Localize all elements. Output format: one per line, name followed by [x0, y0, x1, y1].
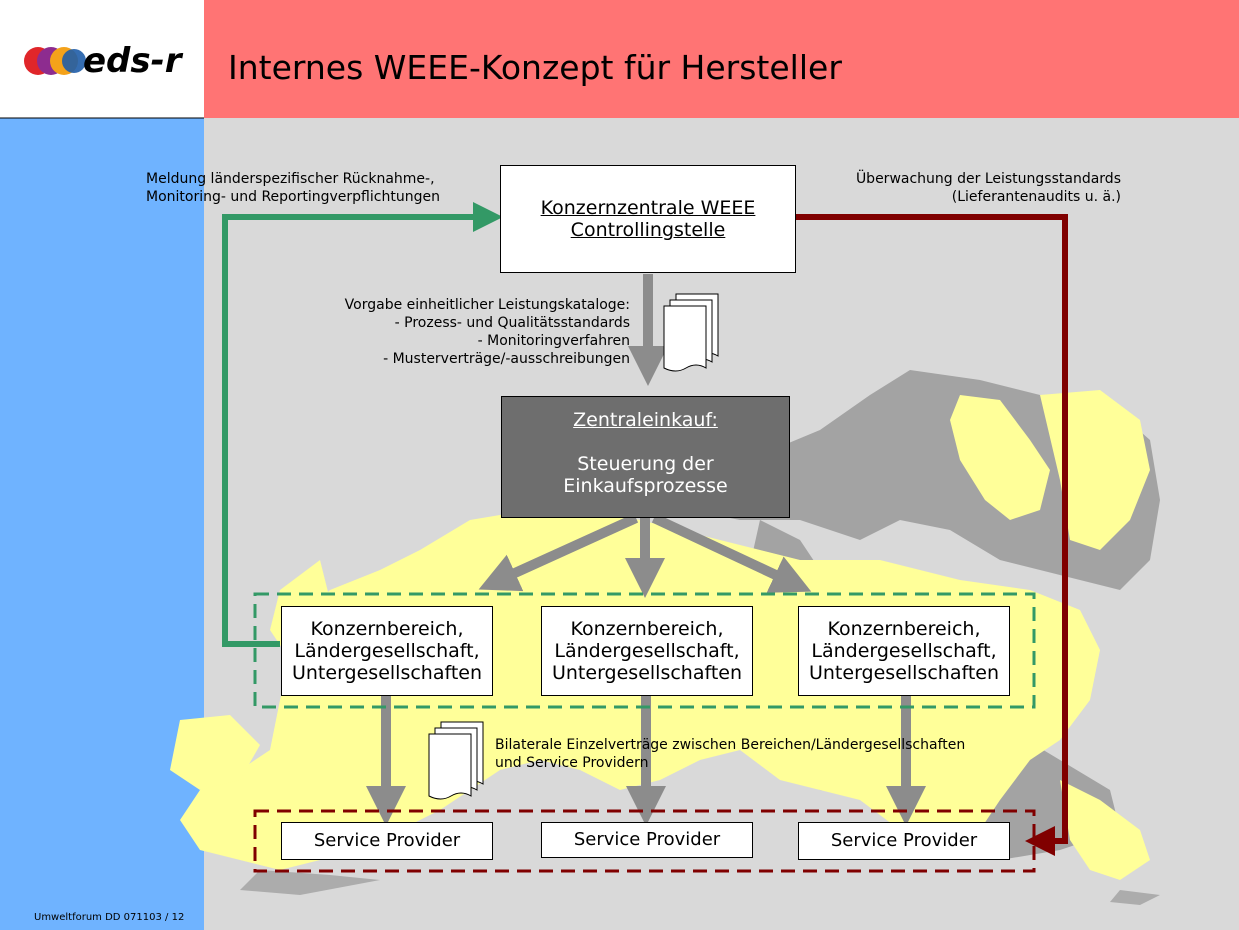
service-provider-2-label: Service Provider: [573, 829, 721, 850]
subsidiary-box-2: Konzernbereich, Ländergesellschaft, Unte…: [541, 606, 753, 696]
subsidiary-3-line-1: Konzernbereich,: [827, 618, 981, 640]
reporting-note-line-1: Meldung länderspezifischer Rücknahme-,: [146, 171, 435, 187]
subsidiary-1-line-3: Untergesellschaften: [291, 662, 483, 684]
arrow-purchasing-to-subsidiary-3: [651, 513, 812, 593]
service-provider-box-1: Service Provider: [281, 822, 493, 860]
subsidiary-2-line-2: Ländergesellschaft,: [554, 640, 740, 662]
purchasing-line-1: Steuerung der: [577, 453, 714, 475]
subsidiary-box-1: Konzernbereich, Ländergesellschaft, Unte…: [281, 606, 493, 696]
arrow-purchasing-to-subsidiary-1: [478, 513, 639, 592]
darkred-audit-line: [796, 214, 1068, 856]
audit-note-line-1: Überwachung der Leistungsstandards: [855, 171, 1121, 187]
catalog-note-line-1: Vorgabe einheitlicher Leistungskataloge:: [344, 297, 630, 313]
left-band: [0, 118, 204, 930]
contracts-note-line-2: und Service Providern: [495, 755, 649, 771]
controlling-line-1: Konzernzentrale WEEE: [540, 197, 756, 219]
footer-text: Umweltforum DD 071103 / 12: [34, 912, 185, 923]
subsidiary-1-line-1: Konzernbereich,: [310, 618, 464, 640]
purchasing-box: Zentraleinkauf: Steuerung der Einkaufspr…: [501, 396, 790, 518]
header-band: [204, 0, 1239, 118]
page-title: Internes WEEE-Konzept für Hersteller: [228, 48, 842, 87]
catalog-note-line-3: - Monitoringverfahren: [477, 333, 630, 349]
purchasing-heading: Zentraleinkauf:: [573, 409, 718, 431]
service-provider-box-2: Service Provider: [541, 822, 753, 858]
reporting-note: Meldung länderspezifischer Rücknahme-, M…: [146, 170, 440, 206]
subsidiary-2-line-1: Konzernbereich,: [570, 618, 724, 640]
green-reporting-line: [222, 202, 503, 647]
catalog-note-line-2: - Prozess- und Qualitätsstandards: [394, 315, 630, 331]
subsidiary-1-line-2: Ländergesellschaft,: [294, 640, 480, 662]
service-provider-box-3: Service Provider: [798, 822, 1010, 860]
eds-r-logo: [24, 47, 86, 75]
controlling-line-2: Controllingstelle: [570, 219, 726, 241]
catalog-note: Vorgabe einheitlicher Leistungskataloge:…: [345, 296, 630, 368]
audit-note: Überwachung der Leistungsstandards (Lief…: [856, 170, 1121, 206]
controlling-box: Konzernzentrale WEEE Controllingstelle: [500, 165, 796, 273]
contracts-note: Bilaterale Einzelverträge zwischen Berei…: [495, 736, 965, 772]
contracts-note-line-1: Bilaterale Einzelverträge zwischen Berei…: [495, 737, 966, 753]
subsidiary-2-line-3: Untergesellschaften: [551, 662, 743, 684]
audit-note-line-2: (Lieferantenaudits u. ä.): [951, 189, 1121, 205]
document-stack-icon-2: [428, 721, 484, 800]
purchasing-line-2: Einkaufsprozesse: [563, 475, 728, 497]
subsidiaries-group-frame: [253, 592, 1036, 709]
catalog-note-line-4: - Musterverträge/-ausschreibungen: [383, 351, 630, 367]
logo-text: eds-r: [83, 41, 182, 81]
subsidiary-3-line-2: Ländergesellschaft,: [811, 640, 997, 662]
subsidiary-3-line-3: Untergesellschaften: [808, 662, 1000, 684]
reporting-note-line-2: Monitoring- und Reportingverpflichtungen: [146, 189, 440, 205]
service-provider-3-label: Service Provider: [830, 830, 978, 851]
document-stack-icon: [663, 293, 719, 372]
subsidiary-box-3: Konzernbereich, Ländergesellschaft, Unte…: [798, 606, 1010, 696]
service-provider-1-label: Service Provider: [313, 830, 461, 851]
